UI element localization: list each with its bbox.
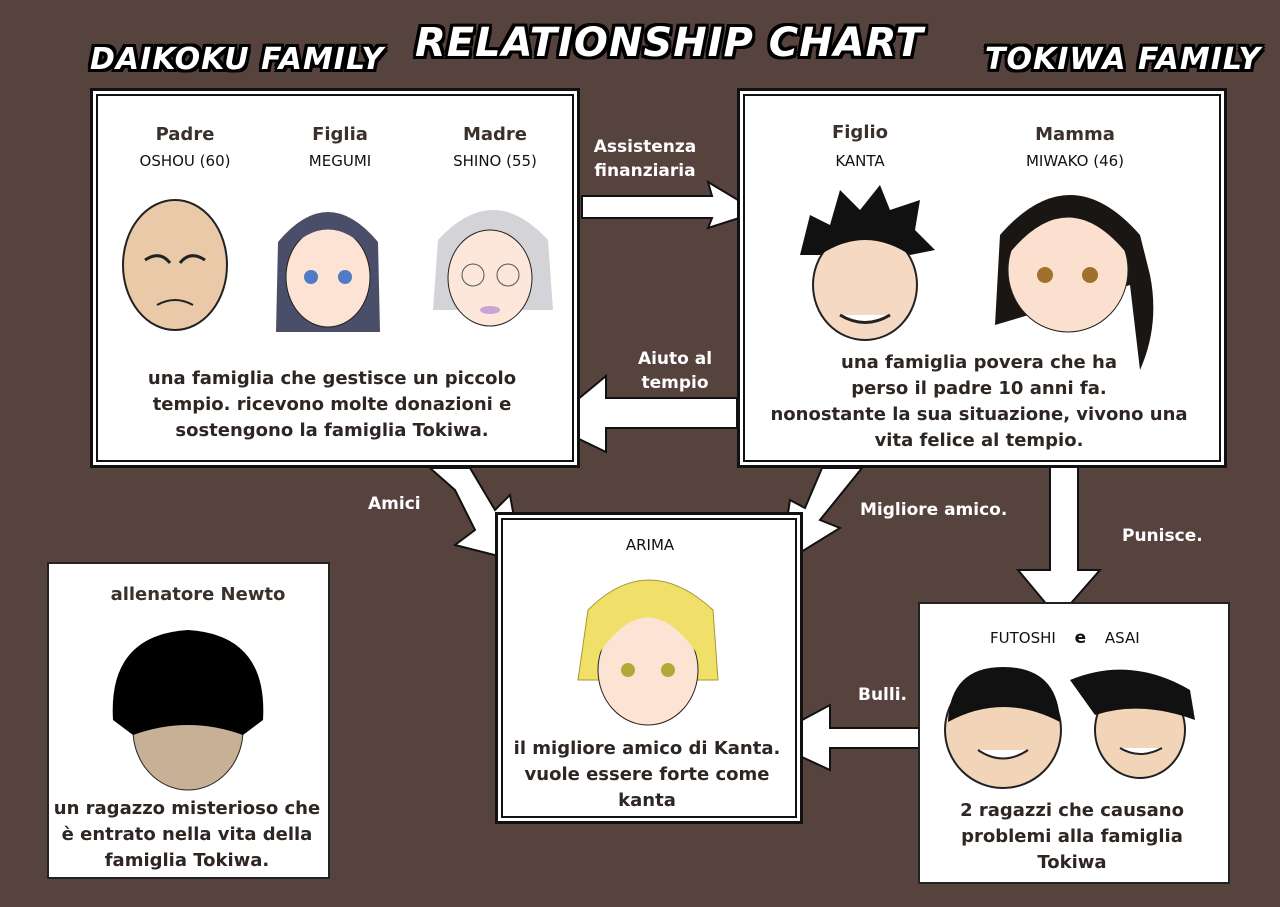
megumi-face-icon: [276, 212, 380, 332]
conj: e: [1074, 628, 1087, 648]
label-assistenza: Assistenza finanziaria: [585, 135, 705, 183]
newto-face-icon: [112, 630, 264, 791]
desc-line: è entrato nella vita della: [61, 824, 313, 845]
newto-description: un ragazzo misterioso che è entrato nella…: [50, 796, 324, 874]
role-padre: Padre: [155, 124, 215, 145]
name-miwako: MIWAKO (46): [1025, 152, 1125, 170]
name-oshou: OSHOU (60): [139, 152, 231, 170]
desc-line: una famiglia povera che ha: [841, 352, 1117, 373]
daikoku-description: una famiglia che gestisce un piccolo temp…: [110, 366, 554, 444]
name-futoshi: FUTOSHI: [990, 629, 1056, 647]
role-mamma: Mamma: [1035, 124, 1115, 145]
desc-line: vita felice al tempio.: [874, 430, 1084, 451]
arrow-assistenza: [581, 179, 761, 230]
bullies-description: 2 ragazzi che causano problemi alla famig…: [920, 798, 1224, 876]
tokiwa-description: una famiglia povera che ha perso il padre…: [745, 350, 1213, 454]
label-bulli: Bulli.: [858, 685, 907, 705]
name-asai: ASAI: [1104, 629, 1140, 647]
daikoku-heading: DAIKOKU FAMILY: [90, 42, 385, 77]
label-aiuto: Aiuto al tempio: [620, 347, 730, 395]
desc-line: Tokiwa: [1037, 852, 1107, 873]
desc-line: un ragazzo misterioso che: [53, 798, 321, 819]
desc-line: nonostante la sua situazione, vivono una: [770, 404, 1188, 425]
name-newto: allenatore Newto: [110, 584, 286, 605]
oshou-face-icon: [122, 199, 228, 331]
desc-line: perso il padre 10 anni fa.: [851, 378, 1107, 399]
role-figlia: Figlia: [312, 124, 368, 145]
arima-description: il migliore amico di Kanta. vuole essere …: [500, 736, 794, 814]
tokiwa-heading: TOKIWA FAMILY: [985, 42, 1262, 77]
label-line: Assistenza: [593, 137, 697, 157]
desc-line: problemi alla famiglia: [961, 826, 1183, 847]
miwako-face-icon: [995, 195, 1154, 370]
desc-line: sostengono la famiglia Tokiwa.: [175, 420, 489, 441]
desc-line: il migliore amico di Kanta.: [513, 738, 781, 759]
name-arima: ARIMA: [625, 536, 675, 554]
shino-face-icon: [433, 210, 553, 327]
desc-line: 2 ragazzi che causano: [960, 800, 1184, 821]
desc-line: tempio. ricevono molte donazioni e: [152, 394, 512, 415]
futoshi-face-icon: [944, 667, 1062, 789]
desc-line: una famiglia che gestisce un piccolo: [147, 368, 517, 389]
label-amici: Amici: [368, 494, 421, 514]
arrow-punisce: [1015, 461, 1103, 620]
bullies-names: FUTOSHI e ASAI: [990, 628, 1140, 648]
label-punisce: Punisce.: [1122, 526, 1203, 546]
name-shino: SHINO (55): [453, 152, 537, 170]
label-line: finanziaria: [594, 161, 696, 181]
role-madre: Madre: [462, 124, 528, 145]
name-megumi: MEGUMI: [308, 152, 372, 170]
kanta-face-icon: [800, 185, 935, 341]
name-kanta: KANTA: [835, 152, 885, 170]
label-line: Aiuto al: [637, 349, 713, 369]
chart-title: RELATIONSHIP CHART: [415, 20, 924, 66]
arima-face-icon: [577, 579, 719, 726]
label-migliore-amico: Migliore amico.: [860, 500, 1008, 520]
desc-line: kanta: [618, 790, 676, 811]
desc-line: famiglia Tokiwa.: [104, 850, 270, 871]
desc-line: vuole essere forte come: [524, 764, 770, 785]
label-line: tempio: [641, 373, 709, 393]
asai-face-icon: [1070, 669, 1195, 779]
role-figlio: Figlio: [831, 122, 889, 143]
